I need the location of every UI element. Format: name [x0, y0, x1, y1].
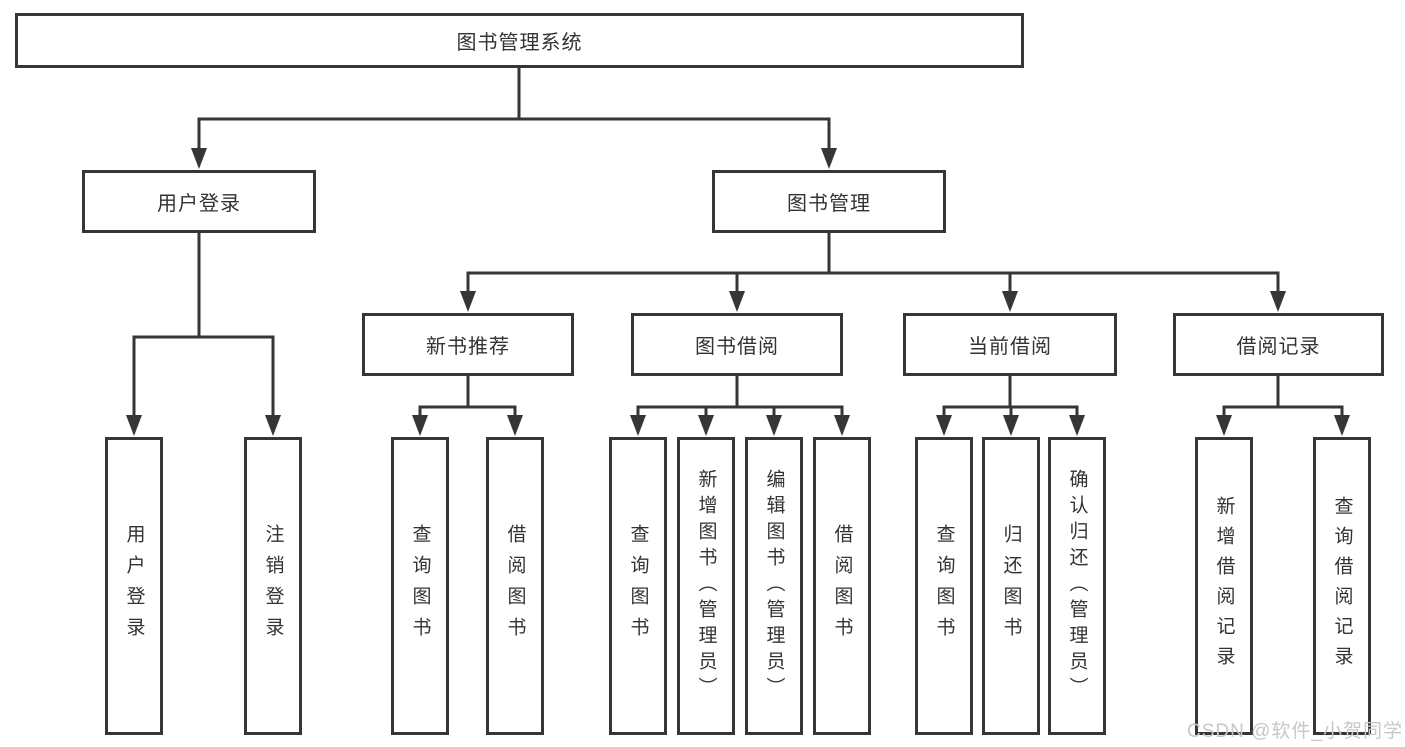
- leaf-label: 查询图书: [409, 524, 431, 648]
- arrowhead: [766, 415, 782, 436]
- edge-current-to-leaves: [936, 376, 1085, 436]
- node-borrow-records: 借阅记录: [1173, 313, 1384, 376]
- node-current-borrow: 当前借阅: [903, 313, 1117, 376]
- leaf-label: 用户登录: [123, 524, 145, 648]
- leaf-label: 新增图书（管理员）: [695, 469, 717, 703]
- leaf-borrow-book: 借阅图书: [813, 437, 871, 735]
- arrowhead: [1069, 415, 1085, 436]
- leaf-query-book: 查询图书: [609, 437, 667, 735]
- arrowhead: [1003, 415, 1019, 436]
- edge-borrow-to-leaves: [630, 376, 850, 436]
- arrowhead: [1270, 291, 1286, 312]
- arrowhead: [834, 415, 850, 436]
- node-root-library-system: 图书管理系统: [15, 13, 1024, 68]
- leaf-label: 注销登录: [262, 524, 284, 648]
- arrowhead: [507, 415, 523, 436]
- leaf-return-book: 归还图书: [982, 437, 1040, 735]
- leaf-label: 借阅图书: [831, 524, 853, 648]
- leaf-label: 查询图书: [933, 524, 955, 648]
- node-book-management: 图书管理: [712, 170, 946, 233]
- leaf-confirm-return-admin: 确认归还（管理员）: [1048, 437, 1106, 735]
- arrowhead: [460, 291, 476, 312]
- leaf-user-login: 用户登录: [105, 437, 163, 735]
- leaf-label: 查询图书: [627, 524, 649, 648]
- leaf-label: 借阅图书: [504, 524, 526, 648]
- arrowhead: [821, 148, 837, 169]
- node-book-borrow: 图书借阅: [631, 313, 843, 376]
- node-new-book-recommend: 新书推荐: [362, 313, 574, 376]
- leaf-add-book-admin: 新增图书（管理员）: [677, 437, 735, 735]
- leaf-query-book: 查询图书: [915, 437, 973, 735]
- leaf-label: 查询借阅记录: [1331, 496, 1353, 676]
- arrowhead: [412, 415, 428, 436]
- node-user-login: 用户登录: [82, 170, 316, 233]
- arrowhead: [126, 415, 142, 436]
- edge-login-to-leaves: [126, 233, 281, 436]
- leaf-label: 归还图书: [1000, 524, 1022, 648]
- edge-root-to-level2: [191, 68, 837, 169]
- leaf-label: 编辑图书（管理员）: [763, 469, 785, 703]
- arrowhead: [698, 415, 714, 436]
- leaf-query-book: 查询图书: [391, 437, 449, 735]
- leaf-label: 新增借阅记录: [1213, 496, 1235, 676]
- arrowhead: [191, 148, 207, 169]
- leaf-query-borrow-record: 查询借阅记录: [1313, 437, 1371, 735]
- arrowhead: [1216, 415, 1232, 436]
- leaf-borrow-book: 借阅图书: [486, 437, 544, 735]
- arrowhead: [729, 291, 745, 312]
- leaf-add-borrow-record: 新增借阅记录: [1195, 437, 1253, 735]
- edge-newbook-to-leaves: [412, 376, 523, 436]
- leaf-label: 确认归还（管理员）: [1066, 469, 1088, 703]
- leaf-edit-book-admin: 编辑图书（管理员）: [745, 437, 803, 735]
- edge-mgmt-to-level3: [460, 233, 1286, 312]
- arrowhead: [1334, 415, 1350, 436]
- csdn-watermark: CSDN @软件_小贺同学: [1187, 721, 1403, 742]
- arrowhead: [630, 415, 646, 436]
- leaf-logout: 注销登录: [244, 437, 302, 735]
- edge-record-to-leaves: [1216, 376, 1350, 436]
- arrowhead: [1002, 291, 1018, 312]
- arrowhead: [936, 415, 952, 436]
- arrowhead: [265, 415, 281, 436]
